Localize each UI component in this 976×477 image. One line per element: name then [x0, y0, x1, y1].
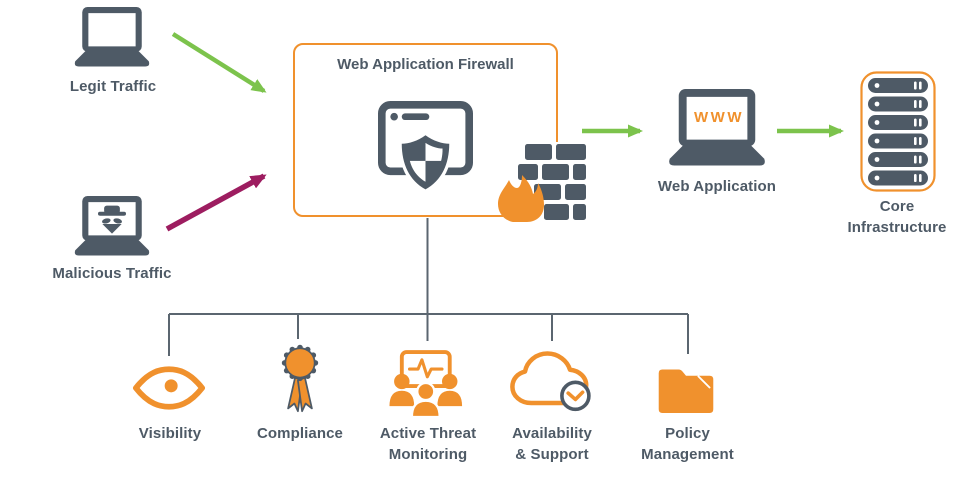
core-infrastructure-node — [860, 71, 936, 192]
legit-traffic-label: Legit Traffic — [69, 78, 157, 95]
malicious-traffic-label: Malicious Traffic — [52, 265, 172, 282]
feature-tree-lines — [168, 218, 689, 356]
availability-line1: Availability — [512, 425, 592, 442]
laptop-www-icon — [669, 89, 765, 166]
spy-glyph — [98, 205, 126, 234]
ribbon-tails — [287, 376, 313, 413]
clock-glyph — [560, 380, 591, 412]
rosette — [281, 344, 319, 382]
core-label-line1: Core — [879, 198, 915, 215]
laptop-icon — [74, 7, 150, 67]
visibility-label: Visibility — [138, 425, 202, 442]
availability-support-label: Availability & Support — [497, 423, 607, 465]
www-screen-text: WWW — [694, 109, 744, 126]
web-application-node — [657, 89, 777, 170]
award-ribbon-icon — [281, 344, 319, 413]
malicious-to-waf-arrow — [165, 173, 267, 232]
core-infrastructure-label: Core Infrastructure — [833, 196, 961, 238]
availability-line2: & Support — [515, 446, 589, 463]
policy-line1: Policy — [665, 425, 710, 442]
flame-glyph — [498, 175, 544, 222]
folder-icon — [658, 369, 714, 413]
active-threat-monitoring-label: Active Threat Monitoring — [368, 423, 488, 465]
legit-traffic-node — [68, 7, 156, 70]
firewall-bricks-flame-icon — [498, 142, 588, 224]
malicious-traffic-node — [68, 196, 156, 259]
team-monitor-icon — [389, 350, 463, 419]
waf-title: Web Application Firewall — [337, 56, 514, 73]
eye-icon — [133, 366, 205, 410]
browser-shield-icon — [378, 101, 473, 195]
web-application-label: Web Application — [657, 178, 777, 195]
policy-management-label: Policy Management — [625, 423, 750, 465]
spy-laptop-icon — [74, 196, 150, 256]
active-threat-line2: Monitoring — [388, 446, 468, 463]
active-threat-line1: Active Threat — [379, 425, 477, 442]
compliance-label: Compliance — [256, 425, 344, 442]
server-rack-icon — [860, 71, 936, 192]
policy-line2: Management — [641, 446, 734, 463]
cloud-clock-icon — [510, 351, 591, 412]
core-label-line2: Infrastructure — [847, 219, 947, 236]
